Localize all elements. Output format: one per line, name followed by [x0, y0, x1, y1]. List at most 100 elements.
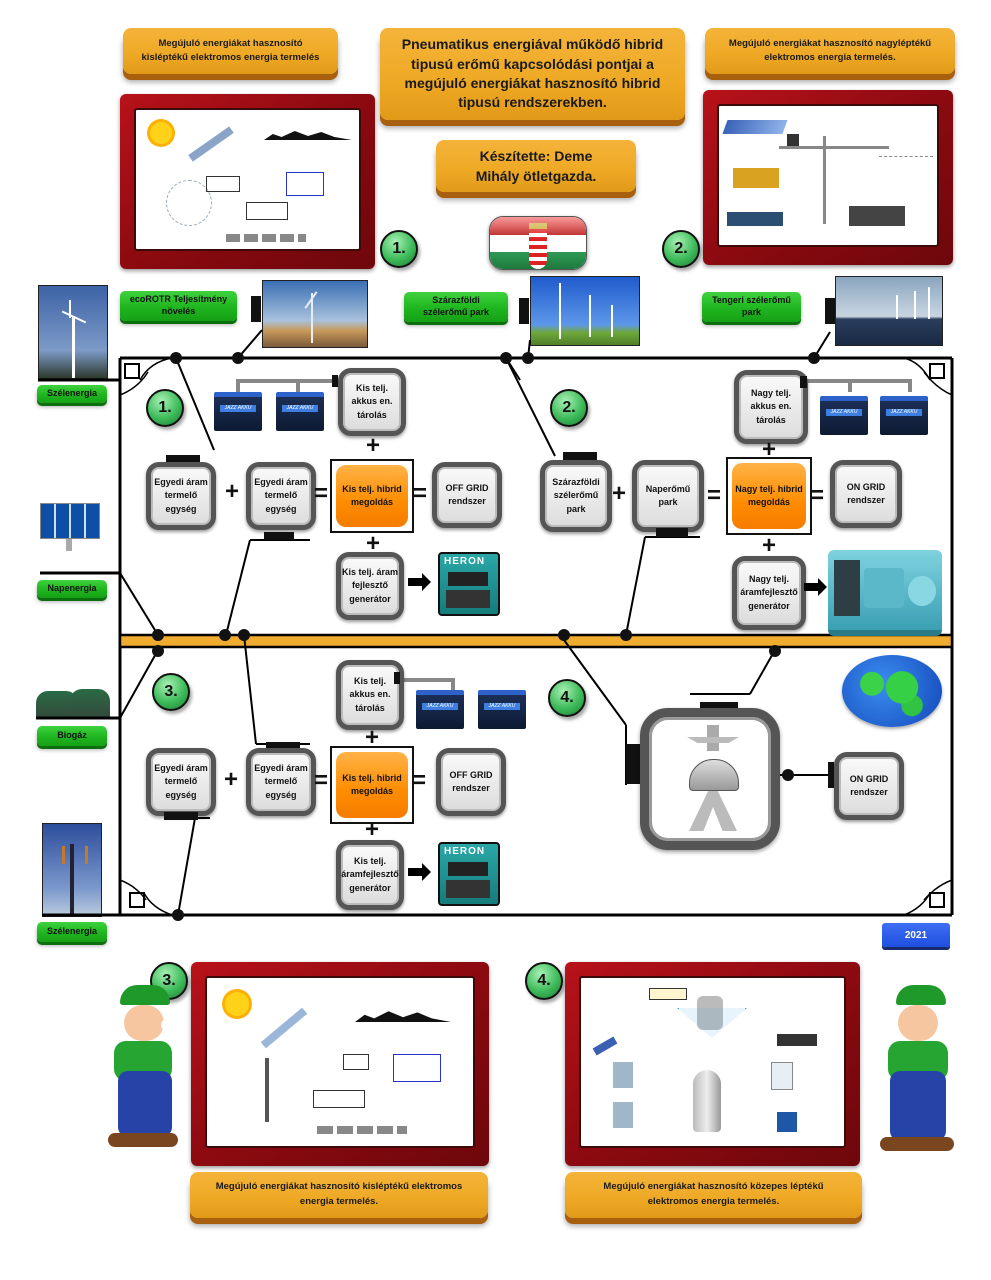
s3-hybrid-box: Kis telj. hibrid megoldás — [330, 746, 414, 824]
wind-turbine-icon — [166, 180, 212, 226]
s2-unit-a-box: Szárazföldi szélerőmű park — [540, 460, 612, 532]
onshore-wind-park-photo — [530, 276, 640, 346]
vertical-wind-turbine-photo — [42, 823, 102, 917]
ecorotr-turbine-photo — [262, 280, 368, 348]
motor-icon — [777, 1034, 817, 1046]
label-wind-energy-top: Szélenergia — [37, 385, 107, 403]
portable-generator-icon: HERON — [438, 552, 500, 616]
junction-dot — [782, 769, 794, 781]
solar-panel-icon — [260, 1007, 308, 1049]
label-ecorotr: ecoROTR Teljesítmény növelés — [120, 291, 237, 321]
top-right-caption: Megújuló energiákat hasznosító nagylépté… — [705, 28, 955, 74]
pneumatic-turbine-icon — [697, 996, 723, 1030]
connector-plug — [563, 452, 597, 460]
equals-sign: = — [810, 482, 825, 509]
page-title: Pneumatikus energiával működő hibrid tip… — [380, 28, 685, 120]
badge-1-top: 1. — [380, 230, 418, 268]
top-left-caption: Megújuló energiákat hasznosító kislépték… — [123, 28, 338, 74]
junction-dot — [808, 352, 820, 364]
pneumatic-system-diagram — [579, 976, 846, 1148]
plus-sign: + — [225, 478, 240, 505]
s3-result-box: OFF GRID rendszer — [436, 748, 506, 816]
plus-sign: + — [762, 532, 777, 559]
junction-dot — [219, 629, 231, 641]
connector-plug — [251, 296, 261, 322]
arrow-head — [422, 863, 431, 881]
transformer-icon — [787, 134, 799, 146]
junction-dot — [522, 352, 534, 364]
connector-plug — [700, 702, 738, 712]
connector-plug — [828, 762, 834, 788]
junction-dot — [152, 645, 164, 657]
label-offshore-wind-park: Tengeri szélerőmű park — [702, 292, 801, 322]
pneumatic-device-frame[interactable] — [640, 708, 780, 850]
compressor-icon — [613, 1062, 633, 1088]
s1-unit-b-box: Egyedi áram termelő egység — [246, 462, 316, 530]
arrow-right-icon — [408, 868, 422, 876]
arrow-right-icon — [804, 583, 818, 591]
badge-4-bottom: 4. — [525, 962, 563, 1000]
s1-hybrid-box: Kis telj. hibrid megoldás — [330, 459, 414, 533]
s1-storage-box: Kis telj. akkus en. tárolás — [338, 368, 406, 436]
junction-dot — [152, 629, 164, 641]
battery-icon: JAZZ AKKU — [214, 392, 262, 431]
connector-plug — [166, 455, 200, 462]
s3-generator-box: Kis telj. áramfejlesztő generátor — [336, 840, 404, 910]
plus-sign: + — [224, 766, 239, 793]
junction-dot — [238, 629, 250, 641]
plus-sign: + — [366, 432, 381, 459]
junction-dot — [769, 645, 781, 657]
power-bus — [118, 633, 954, 649]
medium-scale-diagram-frame-bottom — [565, 962, 860, 1166]
sun-icon — [150, 122, 172, 144]
telecom-tower-icon — [265, 1058, 269, 1122]
wind-park-icon — [879, 120, 933, 157]
s3-storage-box: Kis telj. akkus en. tárolás — [336, 660, 404, 730]
battery-icon: JAZZ AKKU — [416, 690, 464, 729]
industrial-generator-icon — [828, 550, 942, 636]
battery-icon: JAZZ AKKU — [276, 392, 324, 431]
s1-unit-a-box: Egyedi áram termelő egység — [146, 462, 216, 530]
large-scale-grid-diagram — [717, 104, 939, 247]
mascot-character-left — [100, 985, 190, 1160]
s2-unit-b-box: Naperőmű park — [632, 460, 704, 532]
solar-panel-icon — [40, 503, 100, 551]
connector-plug — [825, 298, 835, 324]
wind-turbine-photo — [38, 285, 108, 379]
small-scale-diagram-frame — [120, 94, 375, 269]
globe-icon — [842, 655, 942, 727]
equals-sign: = — [314, 480, 329, 507]
badge-2-top: 2. — [662, 230, 700, 268]
plus-sign: + — [365, 816, 380, 843]
s2-generator-box: Nagy telj. áramfejlesztő generátor — [732, 556, 806, 630]
plus-sign: + — [762, 436, 777, 463]
badge-4: 4. — [548, 679, 586, 717]
s4-result-box: ON GRID rendszer — [834, 752, 904, 820]
mascot-character-right — [861, 985, 958, 1165]
s2-storage-box: Nagy telj. akkus en. tárolás — [734, 370, 808, 444]
label-wind-energy-bottom: Szélenergia — [37, 922, 107, 942]
plus-sign: + — [366, 530, 381, 557]
inverter-icon — [771, 1062, 793, 1090]
year-badge: 2021 — [882, 923, 950, 947]
house-icon — [393, 1054, 441, 1082]
arrow-head — [422, 573, 431, 591]
badge-2: 2. — [550, 389, 588, 427]
label-biogas: Biogáz — [37, 726, 107, 746]
s1-result-box: OFF GRID rendszer — [432, 462, 502, 528]
offshore-wind-park-photo — [835, 276, 943, 346]
small-scale-system-diagram — [134, 108, 361, 251]
small-scale-telecom-diagram — [205, 976, 475, 1148]
badge-3: 3. — [152, 673, 190, 711]
connector-plug — [626, 744, 640, 784]
equals-sign: = — [413, 480, 428, 507]
large-scale-diagram-frame — [703, 90, 953, 265]
s3-unit-b-box: Egyedi áram termelő egység — [246, 748, 316, 816]
connector-plug — [394, 672, 400, 684]
connector-plug — [164, 812, 198, 820]
connector-plug — [264, 532, 294, 540]
badge-1: 1. — [146, 389, 184, 427]
connector-plug — [266, 742, 300, 750]
label-solar-energy: Napenergia — [37, 580, 107, 598]
connector-plug — [800, 376, 807, 388]
